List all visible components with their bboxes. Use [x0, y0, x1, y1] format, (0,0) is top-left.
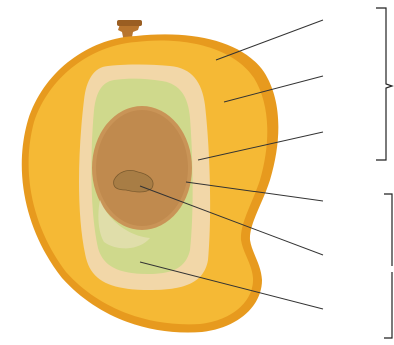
cotyledon-inner-shade [96, 110, 188, 226]
bracket-seed [384, 194, 392, 266]
brackets [376, 8, 392, 338]
leader-line-exocarp [216, 20, 323, 60]
bracket-pericarp [376, 8, 392, 160]
bracket-seed-lower [384, 272, 392, 338]
